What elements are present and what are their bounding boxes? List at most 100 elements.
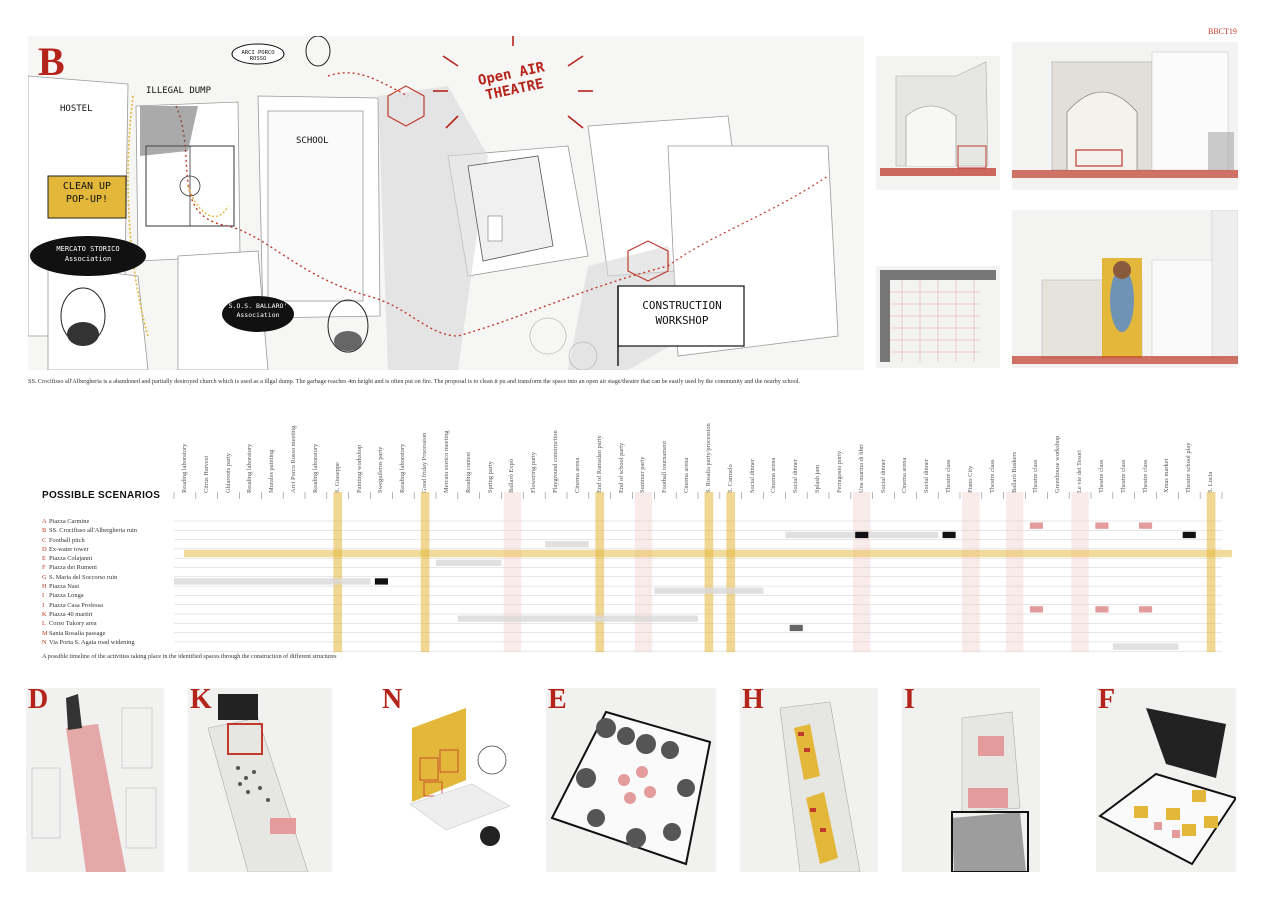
scenario-row-name: Piazza Colajanni	[49, 555, 93, 563]
scenario-row-name: Piazza dei Rumeni	[49, 564, 97, 572]
scenario-row-name: Piazza Carmine	[49, 518, 90, 525]
activity-marker	[942, 531, 956, 539]
activity-marker	[1029, 522, 1043, 529]
scenarios-title: POSSIBLE SCENARIOS	[42, 490, 161, 501]
activity-marker	[1139, 522, 1153, 529]
activity-marker	[1139, 606, 1153, 613]
scenario-row-name: Santa Rosalia passage	[49, 629, 106, 637]
tile-i: I	[902, 688, 1040, 872]
site-plan-map: B HOSTEL ILLEGAL DUMP SCHOOL Open AIR TH…	[28, 36, 864, 370]
activity-marker	[1182, 531, 1196, 539]
scenario-row-name: Football pitch	[49, 536, 85, 544]
activity-bar	[436, 559, 502, 566]
activity-marker	[1029, 606, 1043, 613]
scenario-row-name: Ex-water tower	[49, 545, 89, 553]
scenario-row-letter: I	[42, 592, 45, 600]
festival-column	[595, 492, 605, 653]
tile-letter-h: H	[742, 688, 764, 715]
activity-bar	[1112, 643, 1179, 650]
label-construction-workshop: CONSTRUCTION WORKSHOP	[642, 299, 722, 327]
scenario-row-name: Corso Tukory area	[49, 620, 97, 628]
festival-column	[333, 492, 343, 653]
event-column	[634, 492, 653, 653]
scenario-row-name: Piazza Casa Professa	[49, 601, 103, 609]
scenario-row-letter: N	[42, 638, 47, 646]
festival-column	[420, 492, 430, 653]
tile-n: N	[380, 684, 522, 872]
activity-marker	[789, 624, 803, 632]
label-clean-up: CLEAN UP POP-UP!	[62, 181, 112, 205]
event-column	[503, 492, 522, 653]
tile-d: D	[26, 688, 164, 872]
activity-bar	[174, 578, 371, 585]
scenario-row-letter: G	[42, 573, 47, 581]
activity-marker	[855, 531, 869, 539]
map-caption: SS. Crocifisso all'Albergheria is a aban…	[28, 378, 801, 385]
activity-bar	[654, 587, 764, 594]
scenario-row-name: Piazza Nasi	[49, 583, 79, 591]
scenario-row-name: Via Porta S. Agata road widening	[49, 638, 135, 646]
scenario-row-name: SS. Crocifisso all'Albergheria ruin	[49, 527, 138, 535]
tile-f: F	[1096, 688, 1236, 872]
section-drawing-1	[876, 56, 1000, 190]
label-school: SCHOOL	[296, 136, 329, 146]
activity-marker	[374, 578, 388, 585]
label-hostel: HOSTEL	[60, 104, 93, 114]
tile-h: H	[740, 688, 878, 872]
scenario-row-letter: C	[42, 536, 47, 544]
activity-bar	[545, 541, 589, 548]
section-drawing-2	[1012, 42, 1238, 190]
scenario-row-label: J Piazza Casa Professa	[42, 601, 137, 610]
row-d-band	[184, 549, 1232, 558]
scenario-row-letter: E	[42, 555, 46, 563]
activity-marker	[1095, 522, 1109, 529]
section-drawing-mural	[1012, 210, 1238, 368]
festival-column	[726, 492, 736, 653]
scenario-row-name: Piazza 40 martiri	[49, 610, 93, 618]
event-column	[962, 492, 980, 653]
event-column	[1071, 492, 1089, 653]
scenario-row-letter: K	[42, 610, 47, 618]
label-speech-top: ARCI PORCO ROSSO	[241, 50, 275, 62]
scenario-row-label: MSanta Rosalia passage	[42, 629, 137, 638]
scenario-row-letter: F	[42, 564, 46, 572]
festival-column	[1206, 492, 1216, 653]
plan-drawing	[876, 266, 1000, 368]
activity-marker	[1095, 606, 1109, 613]
scenario-row-letter: B	[42, 527, 47, 535]
section-letter: B	[38, 39, 65, 84]
tile-letter-k: K	[190, 688, 212, 715]
tile-letter-d: D	[28, 688, 49, 715]
tile-letter-e: E	[548, 688, 567, 715]
board-code: BBCT19	[1208, 27, 1237, 36]
label-sos-ballaro: S.O.S. BALLARO' Association	[228, 302, 288, 319]
tile-letter-i: I	[904, 688, 915, 715]
scenario-row-letter: M	[42, 629, 48, 637]
event-column	[853, 492, 871, 653]
scenario-timeline-chart	[173, 492, 1232, 653]
scenario-row-label: I Piazza Longa	[42, 591, 137, 600]
scenario-row-letter: H	[42, 583, 47, 591]
activity-bar	[457, 615, 698, 622]
tile-letter-f: F	[1098, 688, 1116, 715]
scenario-row-letter: D	[42, 545, 47, 553]
scenario-row-name: Piazza Longa	[49, 592, 84, 600]
festival-column	[704, 492, 714, 653]
map-drawing	[28, 36, 839, 370]
scenarios-caption: A possible timeline of the activities ta…	[42, 653, 337, 660]
scenario-row-letter: J	[42, 601, 45, 609]
scenario-row-letter: A	[42, 518, 47, 525]
scenario-row-name: S. Maria del Soccorso ruin	[49, 573, 118, 581]
